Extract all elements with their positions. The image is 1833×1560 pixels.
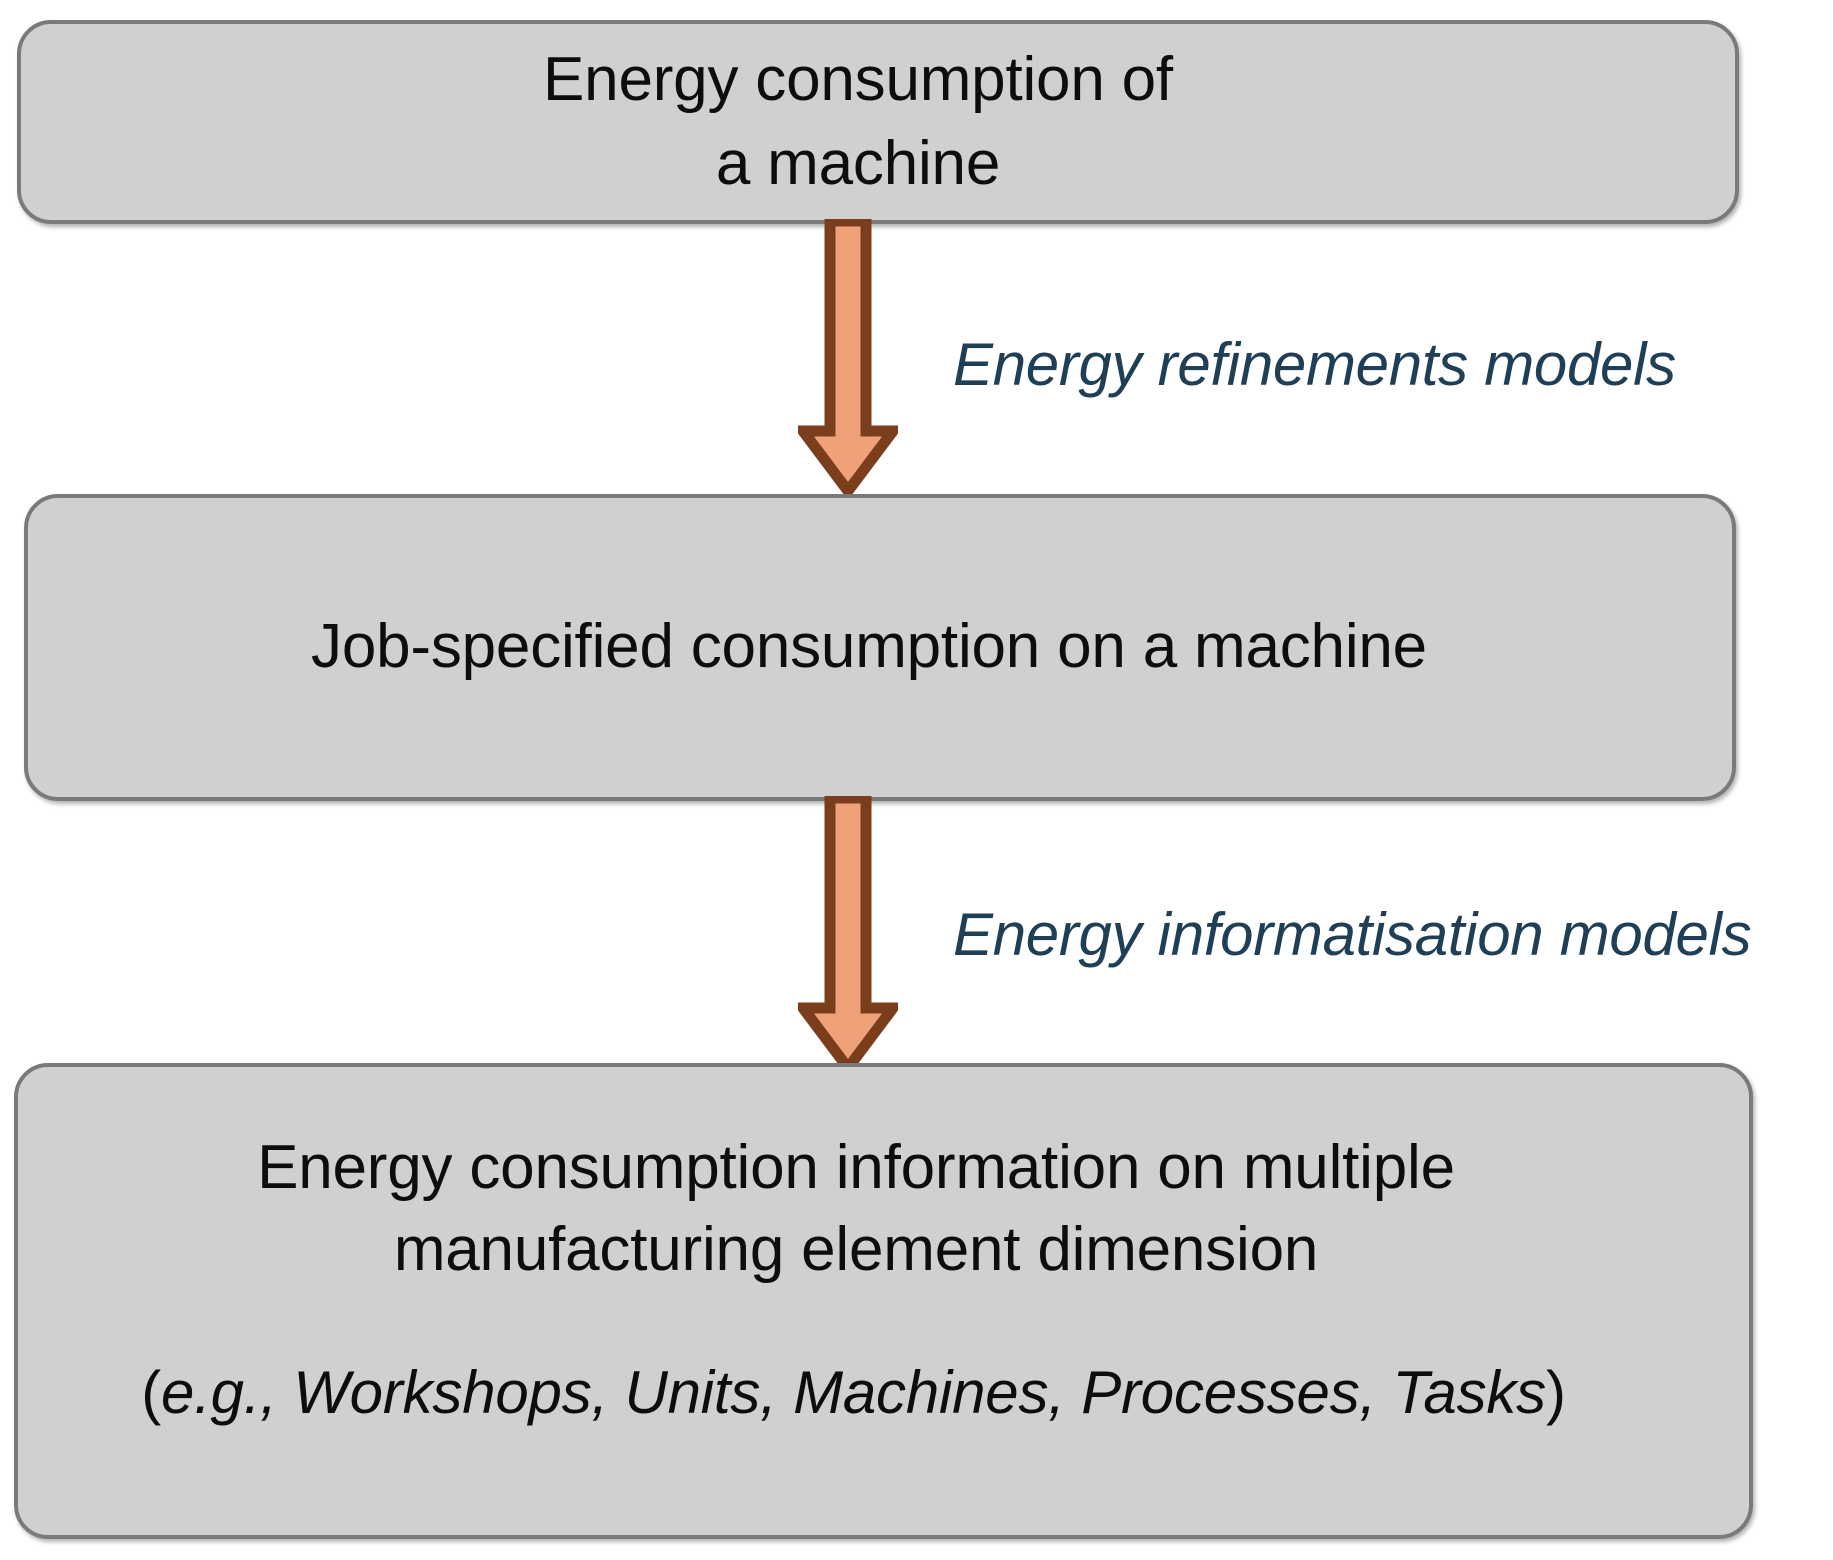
- node-label-energy-info-dimension: Energy consumption information on multip…: [257, 1133, 1455, 1285]
- edge-label-energy-informatisation: Energy informatisation models: [953, 901, 1752, 968]
- arrow-down-energy-informatisation: [798, 796, 898, 1074]
- arrow-shape: [798, 796, 898, 1074]
- example-open-paren: (: [141, 1358, 161, 1426]
- node-label-energy-consumption-machine: Energy consumption of a machine: [543, 45, 1173, 198]
- example-items: e.g., Workshops, Units, Machines, Proces…: [161, 1358, 1546, 1426]
- example-close-paren: ): [1545, 1358, 1566, 1426]
- node-job-specified-consumption: Job-specified consumption on a machine: [24, 494, 1736, 801]
- arrow-down-energy-refinements: [798, 219, 898, 497]
- node-example-list: (e.g., Workshops, Units, Machines, Proce…: [141, 1354, 1626, 1432]
- edge-label-energy-refinements: Energy refinements models: [953, 331, 1676, 398]
- node-energy-info-dimension: Energy consumption information on multip…: [14, 1063, 1753, 1539]
- node-label-job-specified-consumption: Job-specified consumption on a machine: [311, 612, 1427, 682]
- arrow-shape: [798, 219, 898, 497]
- node-energy-consumption-machine: Energy consumption of a machine: [17, 20, 1739, 224]
